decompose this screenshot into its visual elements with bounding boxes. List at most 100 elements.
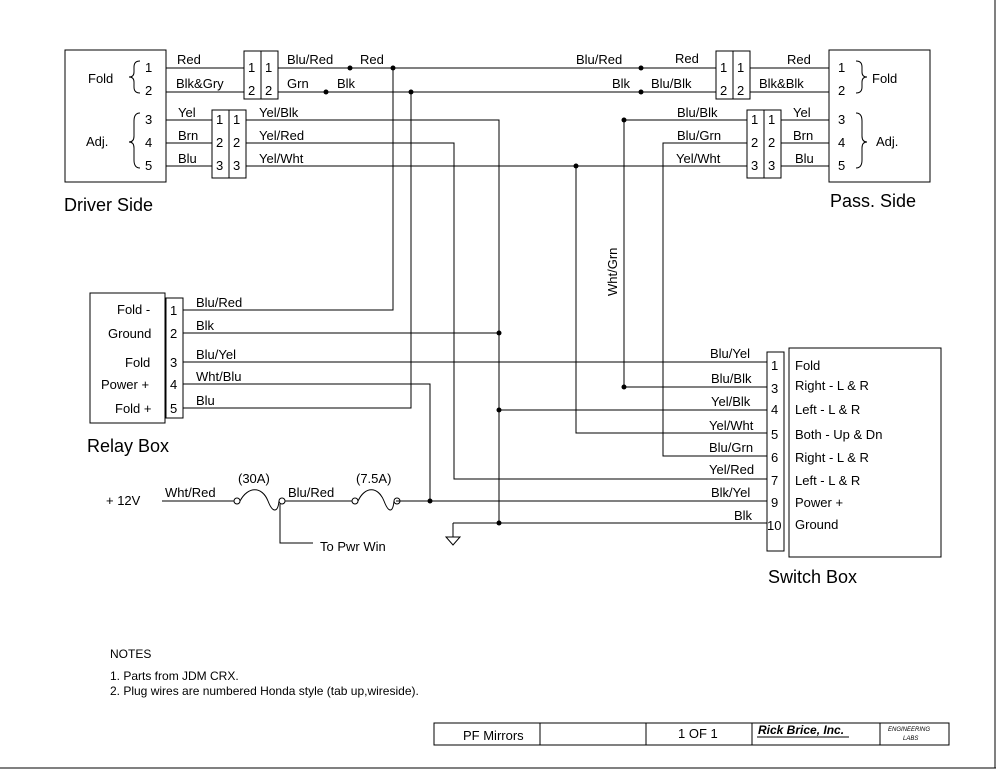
plug-pin: 2 [233, 135, 240, 150]
junction-dots [323, 65, 644, 526]
wire-label: Yel/Wht [709, 418, 754, 433]
pass-pin-5: 5 [838, 158, 845, 173]
wht-grn-label: Wht/Grn [605, 248, 620, 296]
plug-pin: 2 [751, 135, 758, 150]
plug-pin: 1 [751, 112, 758, 127]
relay-pin: 4 [170, 377, 177, 392]
pass-fold-plug: 1 2 1 2 [715, 50, 751, 100]
switch-label-left: Left - L & R [795, 402, 860, 417]
wire-label: Blu [795, 151, 814, 166]
driver-pin-5: 5 [145, 158, 152, 173]
switch-label-ground: Ground [795, 517, 838, 532]
plug-pin: 3 [768, 158, 775, 173]
switch-box: 1 3 4 5 6 7 9 10 Fold Right - L & R Left… [766, 347, 942, 587]
switch-pin: 1 [771, 358, 778, 373]
wire-label: Blu/Grn [677, 128, 721, 143]
wire-label: Red [787, 52, 811, 67]
wire-label: Yel/Wht [676, 151, 721, 166]
wire-label: Blu/Grn [709, 440, 753, 455]
wire-label: Blu/Red [196, 295, 242, 310]
wire-label: Blk [612, 76, 631, 91]
wire-label: Blk [337, 76, 356, 91]
pass-adj-plug: 1 2 3 1 2 3 [746, 109, 782, 179]
dept-line-1: ENGINEERING [888, 727, 930, 733]
plug-pin: 1 [768, 112, 775, 127]
wire-label: Blu/Blk [711, 371, 752, 386]
plug-pin: 3 [751, 158, 758, 173]
wire-label: Blu/Yel [710, 346, 750, 361]
wire-label: Yel/Wht [259, 151, 304, 166]
driver-pin-2: 2 [145, 83, 152, 98]
title-block: PF Mirrors 1 OF 1 Rick Brice, Inc. ENGIN… [433, 722, 950, 746]
driver-fold-plug: 1 2 1 2 [243, 50, 279, 100]
note-item: 1. Parts from JDM CRX. [110, 669, 239, 683]
switch-pin: 7 [771, 473, 778, 488]
wire-label: Wht/Red [165, 485, 216, 500]
pass-wire-labels: Blu/Red Blk Red Blu/Blk Red Blk&Blk Yel … [576, 51, 814, 166]
wire-label: Blk [196, 318, 215, 333]
switch-label-right-2: Right - L & R [795, 450, 869, 465]
wire-label: Yel/Blk [259, 105, 299, 120]
relay-label-fold-plus: Fold + [115, 401, 152, 416]
driver-fold-label: Fold [88, 71, 113, 86]
relay-label-fold-minus: Fold - [117, 302, 150, 317]
driver-side-mirror: Fold Adj. 1 2 3 4 5 Driver Side [64, 49, 167, 215]
wire-label: Blk&Gry [176, 76, 224, 91]
pass-side-title: Pass. Side [830, 191, 916, 211]
driver-pin-1: 1 [145, 60, 152, 75]
switch-pin: 10 [767, 518, 781, 533]
wire-label: Blk/Yel [711, 485, 750, 500]
pass-fold-label: Fold [872, 71, 897, 86]
fuse-7-5a-label: (7.5A) [356, 471, 391, 486]
pass-pin-2: 2 [838, 83, 845, 98]
wire-label: Yel/Red [259, 128, 304, 143]
plug-pin: 2 [737, 83, 744, 98]
switch-label-left-2: Left - L & R [795, 473, 860, 488]
wire-label: Blu/Red [288, 485, 334, 500]
notes-heading: NOTES [110, 647, 151, 661]
relay-pin: 3 [170, 355, 177, 370]
wire-label: Yel/Red [709, 462, 754, 477]
sheet-number: 1 OF 1 [678, 726, 718, 741]
wire-label: Yel [793, 105, 811, 120]
wire-label: Blk&Blk [759, 76, 804, 91]
wire-label: Blu/Blk [651, 76, 692, 91]
switch-label-right: Right - L & R [795, 378, 869, 393]
wire-label: Blu/Yel [196, 347, 236, 362]
switch-pin: 4 [771, 402, 778, 417]
relay-box-title: Relay Box [87, 436, 169, 456]
wire-label: Blu/Red [287, 52, 333, 67]
pass-side-mirror: Fold Adj. 1 2 3 4 5 Pass. Side [828, 49, 931, 211]
fuse-30a-label: (30A) [238, 471, 270, 486]
wire-label: Red [675, 51, 699, 66]
power-12v-label: + 12V [106, 493, 141, 508]
plug-pin: 1 [720, 60, 727, 75]
wire-label: Brn [793, 128, 813, 143]
switch-box-title: Switch Box [768, 567, 857, 587]
driver-pin-4: 4 [145, 135, 152, 150]
relay-label-ground: Ground [108, 326, 151, 341]
wire-label: Wht/Blu [196, 369, 242, 384]
plug-pin: 1 [233, 112, 240, 127]
driver-wire-labels: Red Blk&Gry Yel Brn Blu Blu/Red Grn Yel/… [176, 52, 384, 166]
plug-pin: 1 [265, 60, 272, 75]
relay-pin: 2 [170, 326, 177, 341]
plug-pin: 3 [216, 158, 223, 173]
switch-label-fold: Fold [795, 358, 820, 373]
plug-pin: 2 [248, 83, 255, 98]
switch-label-both: Both - Up & Dn [795, 427, 882, 442]
dept-line-2: LABS [903, 736, 918, 742]
driver-pin-3: 3 [145, 112, 152, 127]
to-pwr-win-label: To Pwr Win [320, 539, 386, 554]
wire-label: Yel [178, 105, 196, 120]
relay-wire-labels: Blu/Red Blk Blu/Yel Wht/Blu Blu [196, 295, 242, 408]
plug-pin: 1 [737, 60, 744, 75]
plug-pin: 2 [216, 135, 223, 150]
wires [162, 67, 829, 546]
plug-pin: 2 [768, 135, 775, 150]
wire-label: Blu/Blk [677, 105, 718, 120]
relay-pin: 1 [170, 303, 177, 318]
note-item: 2. Plug wires are numbered Honda style (… [110, 684, 419, 698]
notes: NOTES 1. Parts from JDM CRX. 2. Plug wir… [110, 647, 419, 698]
relay-box: Fold - Ground Fold Power + Fold + 1 2 3 … [87, 292, 184, 456]
